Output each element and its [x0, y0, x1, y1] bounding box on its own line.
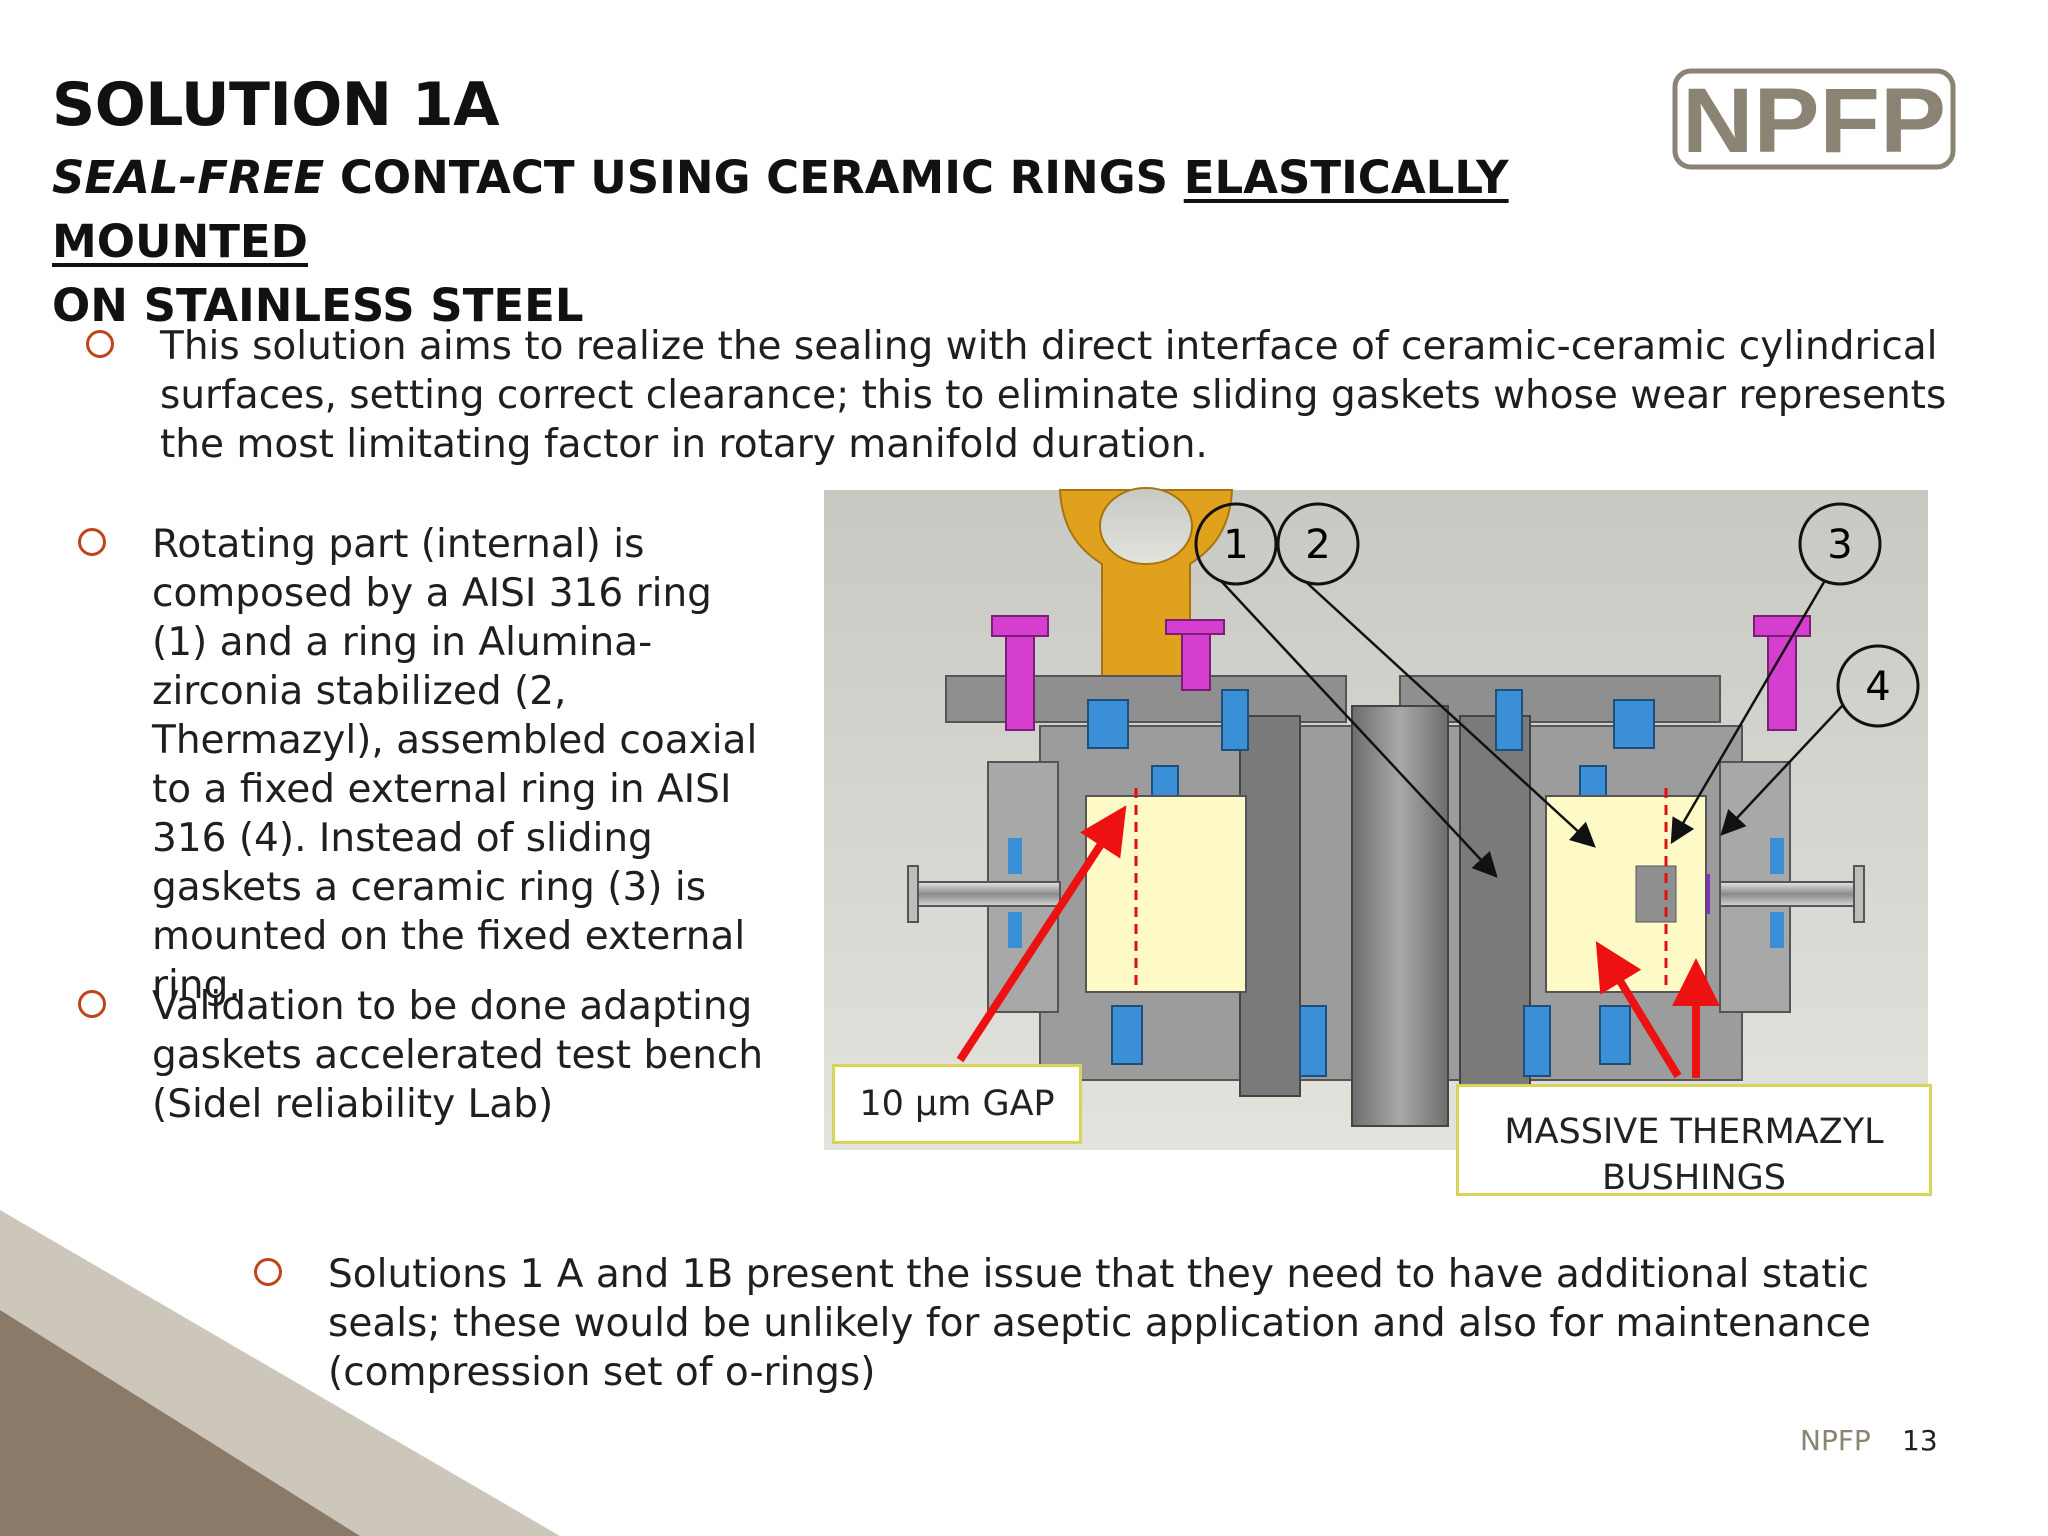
bullet-static-seals: Solutions 1 A and 1B present the issue t…: [254, 1250, 1954, 1397]
label-circle-2: [1276, 502, 1360, 586]
bullet-text: This solution aims to realize the sealin…: [160, 324, 1947, 467]
subtitle-italic: SEAL-FREE: [52, 151, 325, 204]
leader-line-2: [1305, 581, 1596, 848]
label-circle-3: [1798, 502, 1882, 586]
label-3: 3: [1827, 522, 1852, 568]
leader-line-3: [1670, 581, 1826, 845]
leader-line-4: [1720, 705, 1843, 836]
subtitle-underlined: ELASTICALLY MOUNTED: [52, 151, 1509, 268]
red-arrow-bushing-1: [1595, 941, 1682, 1079]
slide-subtitle: SEAL-FREE CONTACT USING CERAMIC RINGS EL…: [52, 146, 1692, 338]
label-circle-1: [1194, 502, 1278, 586]
bullet-circle-icon: [86, 330, 114, 358]
label-1: 1: [1223, 522, 1248, 568]
bullet-validation: Validation to be done adapting gaskets a…: [78, 982, 768, 1129]
bullet-text: Solutions 1 A and 1B present the issue t…: [328, 1252, 1871, 1395]
bushings-callout-line2: BUSHINGS: [1601, 1158, 1786, 1198]
bushings-callout-line1: MASSIVE THERMAZYL: [1504, 1112, 1884, 1152]
label-circle-4: [1836, 644, 1920, 728]
bullet-text: Validation to be done adapting gaskets a…: [152, 984, 764, 1127]
central-shaft: [1351, 705, 1449, 1127]
left-port-pipe: [909, 881, 1061, 907]
slide-title: SOLUTION 1A: [52, 70, 500, 140]
label-4: 4: [1865, 664, 1890, 710]
bullet-circle-icon: [254, 1258, 282, 1286]
bullet-rotating-part: Rotating part (internal) is composed by …: [78, 520, 768, 1010]
leader-line-1: [1221, 581, 1498, 878]
subtitle-line2: ON STAINLESS STEEL: [52, 279, 584, 332]
right-port-pipe: [1719, 881, 1861, 907]
bolt-center: [1181, 625, 1211, 691]
subtitle-plain: CONTACT USING CERAMIC RINGS: [324, 151, 1184, 204]
bushings-callout: MASSIVE THERMAZYL BUSHINGS: [1456, 1084, 1932, 1198]
bullet-circle-icon: [78, 528, 106, 556]
gap-callout: 10 μm GAP: [832, 1064, 1082, 1144]
red-arrow-gap: [956, 805, 1127, 1063]
bullet-sealing-aim: This solution aims to realize the sealin…: [86, 322, 1956, 469]
ring-1-left: [1239, 715, 1301, 1097]
lifting-ring-hole: [1099, 487, 1193, 565]
bullet-text: Rotating part (internal) is composed by …: [152, 522, 758, 1008]
seal-cross-section-diagram: 1 2 3 4: [824, 487, 1928, 1150]
label-2: 2: [1305, 522, 1330, 568]
page-number: 13: [1902, 1424, 1938, 1457]
footer-brand: NPFP: [1800, 1424, 1871, 1457]
logo-text: NPFP: [1682, 70, 1946, 172]
corner-decoration: [0, 1210, 560, 1536]
ring-1-right: [1459, 715, 1531, 1097]
bullet-circle-icon: [78, 990, 106, 1018]
npfp-logo: NPFP: [1672, 68, 1956, 172]
